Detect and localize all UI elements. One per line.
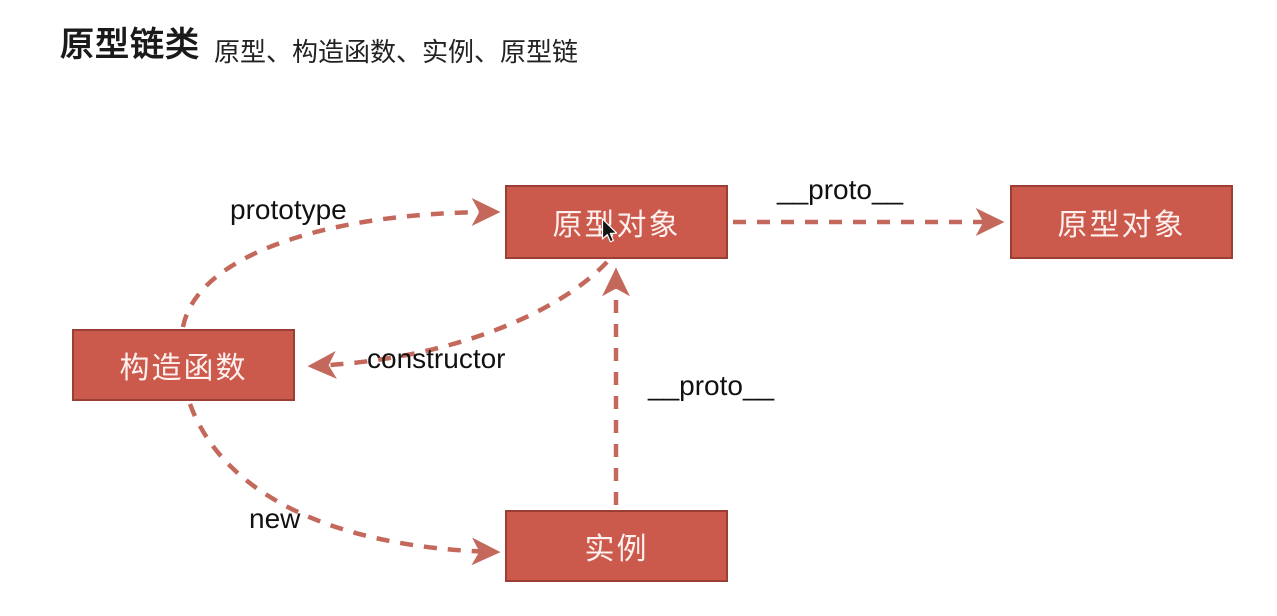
edge-label-proto-middle: __proto__ <box>648 370 775 401</box>
edge-label-prototype: prototype <box>230 194 347 225</box>
node-constructor-function[interactable]: 构造函数 <box>72 329 295 401</box>
heading-title: 原型链类 <box>60 26 200 64</box>
node-label: 构造函数 <box>119 352 248 385</box>
edge-constructor-arrow <box>307 260 609 379</box>
edge-label-new: new <box>249 503 301 534</box>
edge-new-arrow <box>187 403 501 566</box>
edge-prototype-arrow <box>180 198 501 328</box>
node-label: 原型对象 <box>552 209 681 242</box>
node-label: 原型对象 <box>1057 209 1186 242</box>
node-prototype-object-1[interactable]: 原型对象 <box>505 185 728 259</box>
node-instance[interactable]: 实例 <box>505 510 728 582</box>
diagram-heading: 原型链类 原型、构造函数、实例、原型链 <box>60 26 579 67</box>
edge-label-proto-top: __proto__ <box>777 174 904 205</box>
node-label: 实例 <box>584 533 649 566</box>
node-prototype-object-2[interactable]: 原型对象 <box>1010 185 1233 259</box>
edge-label-constructor: constructor <box>367 343 506 374</box>
heading-subtitle: 原型、构造函数、实例、原型链 <box>214 37 579 67</box>
